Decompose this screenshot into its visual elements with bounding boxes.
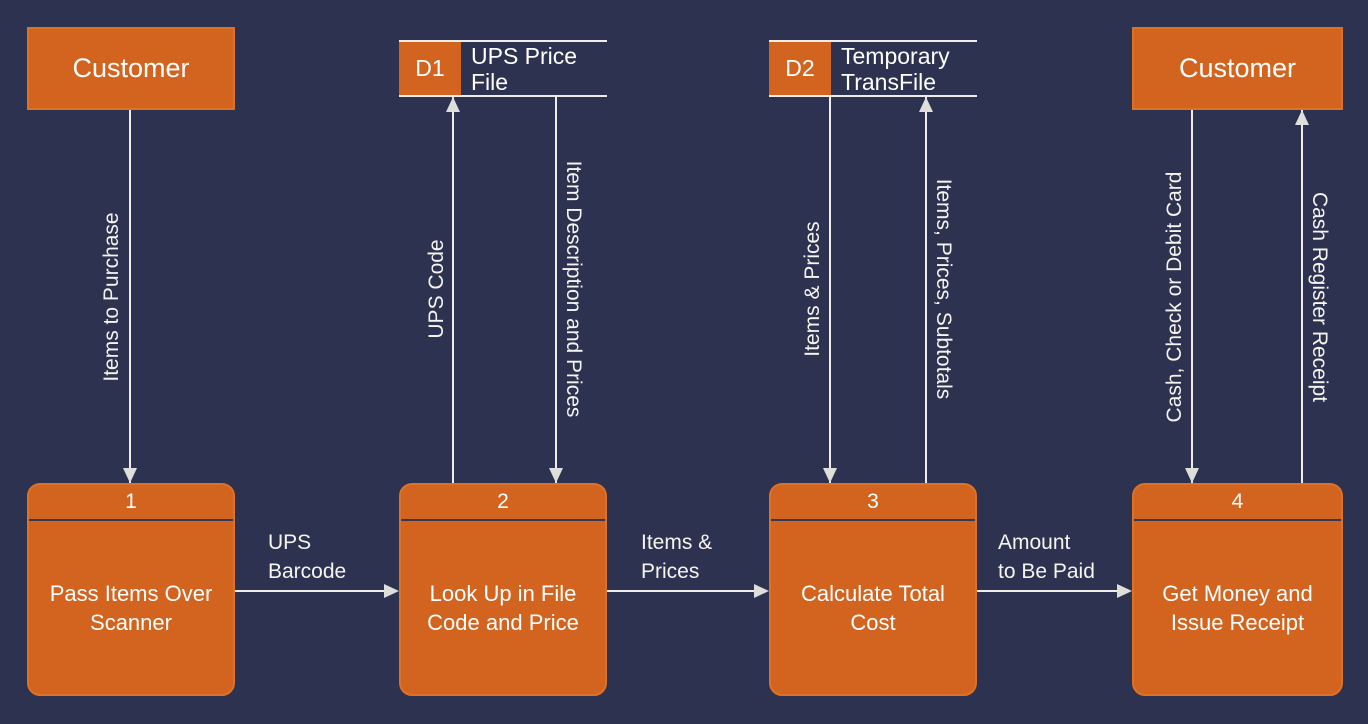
arrowhead-down [549,468,563,483]
process-label: Calculate Total Cost [801,580,945,635]
process-label: Get Money and Issue Receipt [1162,580,1313,635]
data-store-d1: D1 UPS Price File [399,40,607,97]
arrowhead-right [384,584,399,598]
flow-label: Items to Purchase [100,212,123,382]
process-label: Pass Items Over Scanner [49,580,213,635]
process-2-look-up-in-file: 2 Look Up in File Code and Price [399,483,607,696]
arrowhead-up [446,97,460,112]
flow-line [1301,110,1303,483]
entity-label: Customer [72,53,190,83]
flow-label: Items, Prices, Subtotals [932,178,955,400]
arrowhead-down [123,468,137,483]
process-4-get-money-issue-receipt: 4 Get Money and Issue Receipt [1132,483,1343,696]
arrowhead-right [754,584,769,598]
arrowhead-down [1185,468,1199,483]
flow-line [452,97,454,483]
arrowhead-up [1295,110,1309,125]
process-number: 3 [771,485,975,521]
flow-line [925,97,927,483]
arrowhead-down [823,468,837,483]
flow-line [555,97,557,483]
process-number: 4 [1134,485,1341,521]
process-label: Look Up in File Code and Price [427,580,579,635]
arrowhead-up [919,97,933,112]
external-entity-customer-right: Customer [1132,27,1343,110]
process-3-calculate-total-cost: 3 Calculate Total Cost [769,483,977,696]
flow-label: UPS Barcode [268,531,347,583]
flow-label: Items & Prices [801,221,824,357]
flow-label: UPS Code [425,239,448,339]
flow-line [235,590,385,592]
process-1-pass-items-over-scanner: 1 Pass Items Over Scanner [27,483,235,696]
flow-line [129,110,131,483]
flow-label: Item Description and Prices [562,160,585,418]
flow-label: Cash Register Receipt [1308,191,1331,403]
process-number: 2 [401,485,605,521]
flow-line [1191,110,1193,483]
flow-label: Cash, Check or Debit Card [1163,171,1186,423]
process-number: 1 [29,485,233,521]
flow-line [607,590,755,592]
data-store-d2: D2 Temporary TransFile [769,40,977,97]
flow-line [977,590,1118,592]
data-store-id: D2 [769,42,831,95]
entity-label: Customer [1178,53,1297,83]
flow-label: Items & Prices [641,531,713,583]
data-store-name: UPS Price File [471,43,578,95]
external-entity-customer-left: Customer [27,27,235,110]
flow-line [829,97,831,483]
data-store-name: Temporary TransFile [841,43,950,95]
flow-label: Amount to Be Paid [998,531,1095,583]
arrowhead-right [1117,584,1132,598]
data-store-id: D1 [399,42,461,95]
